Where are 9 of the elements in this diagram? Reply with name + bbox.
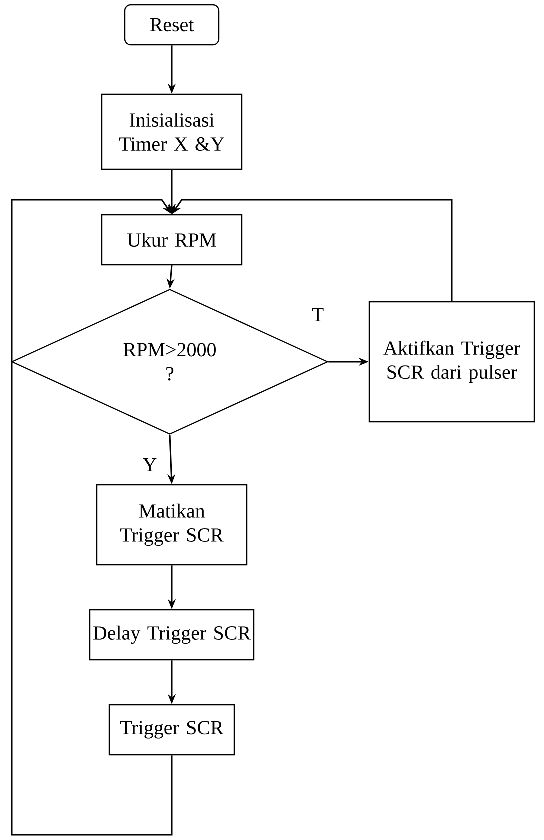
arrow [11, 199, 173, 836]
terminal-box: Reset [124, 4, 220, 46]
process-box: Delay Trigger SCR [89, 609, 255, 661]
process-box: Matikan Trigger SCR [96, 484, 248, 566]
process-box: Trigger SCR [108, 704, 236, 756]
arrow [172, 199, 453, 302]
process-box: Aktifkan Trigger SCR dari pulser [368, 301, 536, 423]
process-box: Inisialisasi Timer X &Y [101, 94, 243, 170]
process-box: Ukur RPM [101, 214, 243, 266]
